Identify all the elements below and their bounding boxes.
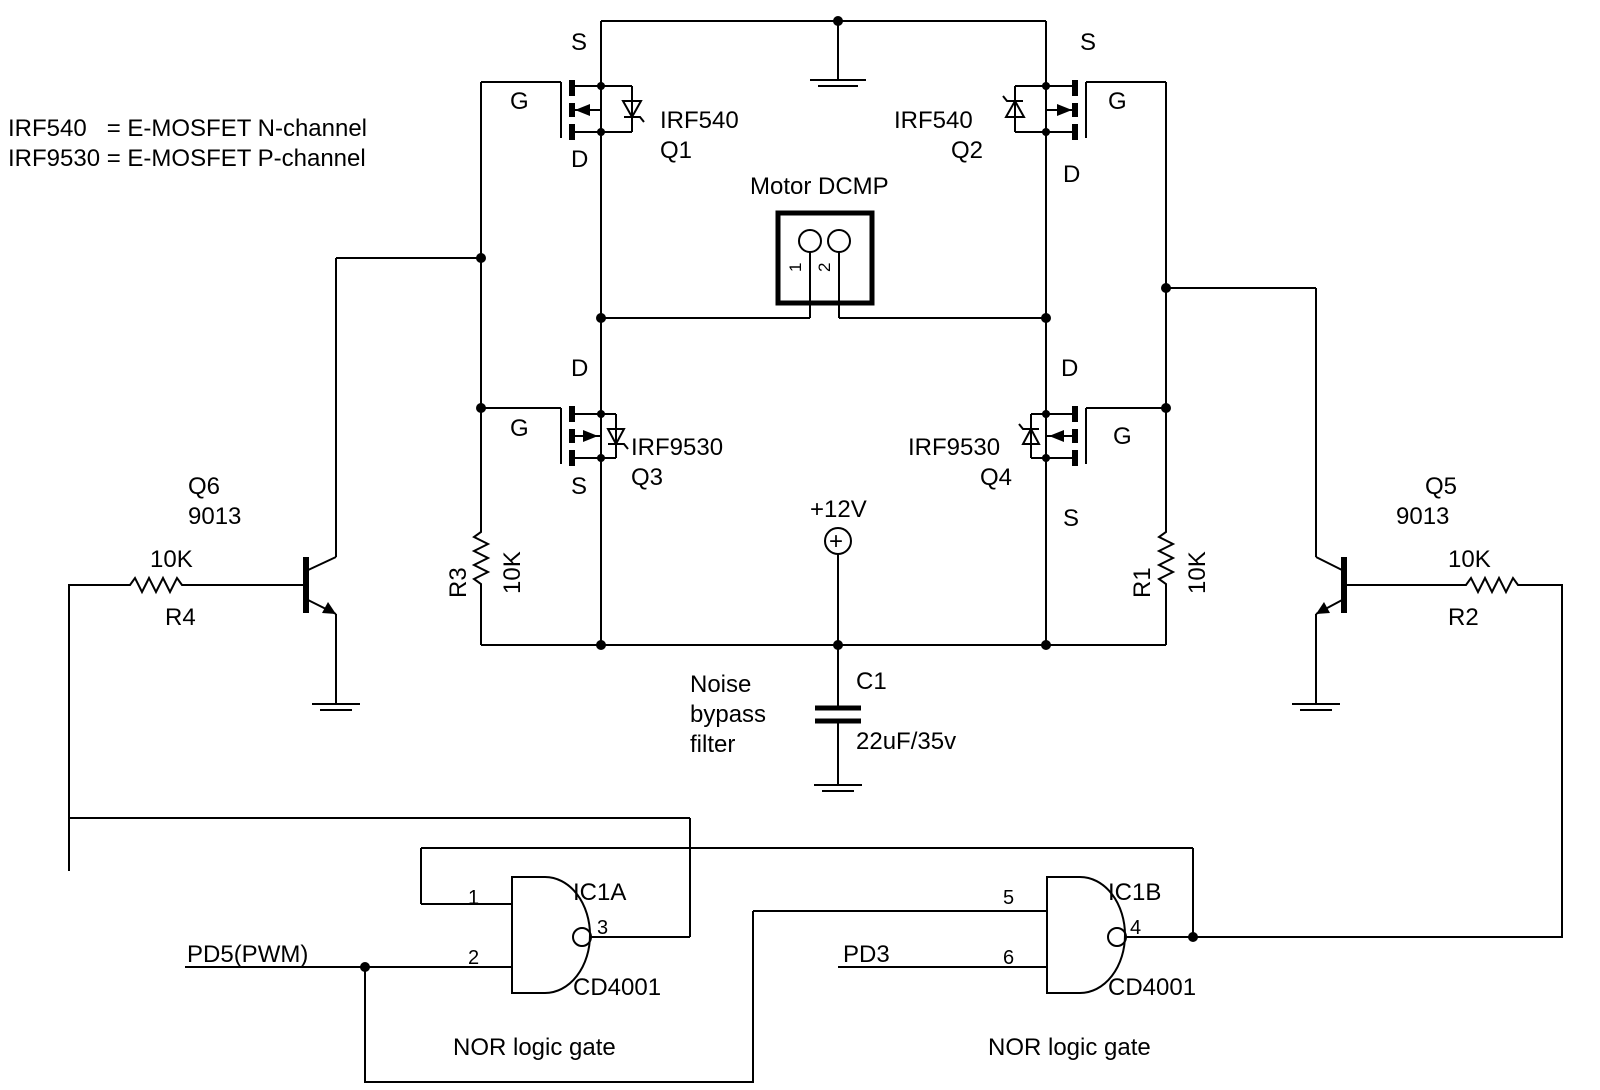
ic1b-pin5-label: 5 — [1003, 887, 1014, 909]
capacitor-c1 — [814, 705, 862, 792]
q3-source-label: S — [571, 473, 587, 500]
q4-part-label: IRF9530 — [908, 434, 1000, 461]
mosfet-q2 — [1002, 80, 1166, 318]
c1-ref-label: C1 — [856, 668, 887, 695]
motor-label: Motor DCMP — [750, 173, 889, 200]
mosfet-q4 — [1018, 318, 1166, 645]
c1-value-label: 22uF/35v — [856, 728, 956, 755]
r3-ref-label: R3 — [445, 567, 472, 598]
ic1b-pin4-label: 4 — [1130, 917, 1141, 939]
q2-part-label: IRF540 — [894, 107, 973, 134]
q1-source-label: S — [571, 29, 587, 56]
q3-drain-label: D — [571, 355, 588, 382]
q2-ref-label: Q2 — [951, 137, 983, 164]
transistor-q6 — [190, 258, 360, 711]
legend-line-nchannel: IRF540 = E-MOSFET N-channel — [8, 115, 367, 142]
supply-terminal — [824, 527, 852, 706]
q5-part-label: 9013 — [1396, 503, 1449, 530]
q1-part-label: IRF540 — [660, 107, 739, 134]
q2-gate-label: G — [1108, 88, 1127, 115]
r3-value-label: 10K — [499, 551, 526, 594]
motor-wires — [596, 313, 1051, 323]
q3-ref-label: Q3 — [631, 464, 663, 491]
ic1a-caption: NOR logic gate — [453, 1034, 616, 1061]
ic1b-pin6-label: 6 — [1003, 947, 1014, 969]
left-gate-bus — [336, 82, 1166, 650]
pwm-input-wire — [185, 911, 754, 1083]
r1-ref-label: R1 — [1129, 567, 1156, 598]
q4-source-label: S — [1063, 505, 1079, 532]
c1-note-line1: Noise — [690, 671, 751, 698]
ic1a-pin1-label: 1 — [468, 887, 479, 909]
r2-ref-label: R2 — [1448, 604, 1479, 631]
right-gate-bus — [1156, 82, 1316, 645]
pwm-input-label: PD5(PWM) — [187, 941, 308, 968]
r4-value-label: 10K — [150, 546, 193, 573]
q4-gate-label: G — [1113, 423, 1132, 450]
q3-gate-label: G — [510, 415, 529, 442]
q2-drain-label: D — [1063, 161, 1080, 188]
motor-pin2-label: 2 — [815, 263, 834, 272]
mosfet-q1 — [481, 80, 645, 318]
legend-line-pchannel: IRF9530 = E-MOSFET P-channel — [8, 145, 366, 172]
ic1b-caption: NOR logic gate — [988, 1034, 1151, 1061]
ic1a-pin3-label: 3 — [597, 917, 608, 939]
ic1a-ref-label: IC1A — [573, 879, 626, 906]
q3-part-label: IRF9530 — [631, 434, 723, 461]
ic1a-part-label: CD4001 — [573, 974, 661, 1001]
mosfet-q3 — [481, 318, 629, 645]
q6-part-label: 9013 — [188, 503, 241, 530]
q1-drain-label: D — [571, 146, 588, 173]
transistor-q5 — [1292, 288, 1460, 711]
q5-ref-label: Q5 — [1425, 473, 1457, 500]
r1-value-label: 10K — [1184, 551, 1211, 594]
q4-drain-label: D — [1061, 355, 1078, 382]
motor-pin1-label: 1 — [786, 263, 805, 272]
r2-value-label: 10K — [1448, 546, 1491, 573]
resistor-r2 — [1193, 575, 1563, 938]
q4-ref-label: Q4 — [980, 464, 1012, 491]
q6-ref-label: Q6 — [188, 473, 220, 500]
nor-gate-ic1a — [68, 817, 1194, 994]
c1-note-line2: bypass — [690, 701, 766, 728]
resistor-r4 — [68, 575, 190, 871]
ic1b-part-label: CD4001 — [1108, 974, 1196, 1001]
top-ground-rail — [600, 16, 1047, 87]
ic1a-pin2-label: 2 — [468, 947, 479, 969]
q1-gate-label: G — [510, 88, 529, 115]
q2-source-label: S — [1080, 29, 1096, 56]
supply-plus-symbol: + — [829, 528, 843, 555]
q1-ref-label: Q1 — [660, 137, 692, 164]
ic1b-ref-label: IC1B — [1108, 879, 1161, 906]
nor-gate-ic1b — [753, 876, 1198, 994]
supply-label: +12V — [810, 496, 867, 523]
c1-note-line3: filter — [690, 731, 735, 758]
dir-input-label: PD3 — [843, 941, 890, 968]
motor-dcmp — [775, 210, 875, 318]
r4-ref-label: R4 — [165, 604, 196, 631]
